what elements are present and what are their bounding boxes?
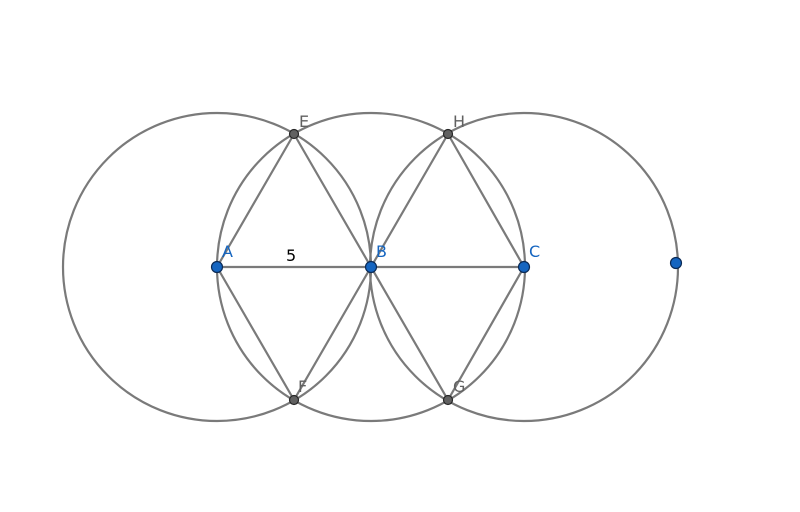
segments-layer <box>215 132 526 402</box>
segment-eb <box>292 132 373 269</box>
point-label-h: H <box>453 112 465 131</box>
point-d[interactable] <box>669 256 683 270</box>
segment-hc <box>446 132 526 269</box>
point-a[interactable] <box>210 260 224 274</box>
point-b[interactable] <box>364 260 378 274</box>
labels-layer: A B C E H F G <box>222 112 540 396</box>
segment-bh <box>369 132 450 269</box>
segment-af <box>215 265 296 402</box>
point-f[interactable] <box>288 394 300 406</box>
segment-bg <box>369 265 450 402</box>
points-layer <box>210 128 683 406</box>
segment-fb <box>292 265 373 402</box>
point-g[interactable] <box>442 394 454 406</box>
point-e[interactable] <box>288 128 300 140</box>
point-label-f: F <box>298 377 307 396</box>
segment-gc <box>446 265 526 402</box>
length-label-ab: 5 <box>286 246 296 265</box>
point-h[interactable] <box>442 128 454 140</box>
point-label-c: C <box>529 242 540 261</box>
point-c[interactable] <box>517 260 531 274</box>
segment-ae <box>215 132 296 269</box>
point-label-e: E <box>299 112 309 131</box>
point-label-g: G <box>453 377 465 396</box>
point-label-a: A <box>222 242 233 261</box>
point-label-b: B <box>376 242 387 261</box>
